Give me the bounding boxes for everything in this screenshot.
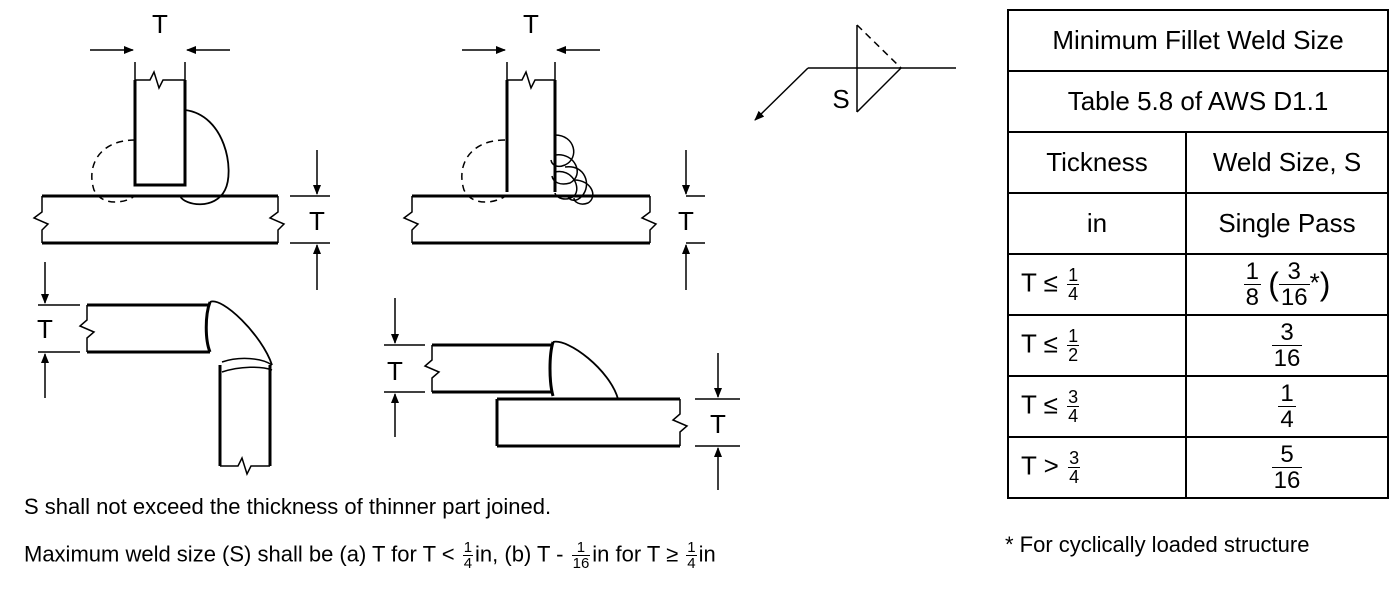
note-s-limit: S shall not exceed the thickness of thin… xyxy=(24,494,552,519)
col-header-thickness: Tickness xyxy=(1007,131,1187,194)
weld-size-label: S xyxy=(832,84,849,114)
note-text: in for T ≥ xyxy=(592,541,679,567)
dim-label-t: T xyxy=(678,206,694,236)
col-unit-in: in xyxy=(1007,192,1187,255)
dim-label-t: T xyxy=(309,206,325,236)
table-subtitle: Table 5.8 of AWS D1.1 xyxy=(1007,70,1389,133)
weld-diagrams: T T T T xyxy=(32,9,956,490)
col-header-weld-size: Weld Size, S xyxy=(1185,131,1389,194)
table-unit-row: in Single Pass xyxy=(1007,192,1389,255)
dim-label-t: T xyxy=(387,356,403,386)
t-joint-fillet-figure xyxy=(32,46,330,290)
note-text: in xyxy=(698,541,716,567)
dim-label-t: T xyxy=(710,409,726,439)
table-header-row: Tickness Weld Size, S xyxy=(1007,131,1389,194)
dim-label-t: T xyxy=(152,9,168,39)
fillet-weld-symbol xyxy=(754,24,956,121)
dim-label-t: T xyxy=(37,314,53,344)
table-title-row: Minimum Fillet Weld Size xyxy=(1007,9,1389,72)
table-footnote: * For cyclically loaded structure xyxy=(1005,532,1310,557)
note-max-weld-size: Maximum weld size (S) shall be (a) T for… xyxy=(24,540,716,571)
note-text: Maximum weld size (S) shall be (a) T for… xyxy=(24,541,455,567)
table-subtitle-row: Table 5.8 of AWS D1.1 xyxy=(1007,70,1389,133)
dim-label-t: T xyxy=(523,9,539,39)
min-fillet-weld-table: Minimum Fillet Weld Size Table 5.8 of AW… xyxy=(1007,9,1389,499)
note-text: in, (b) T - xyxy=(475,541,564,567)
col-unit-single-pass: Single Pass xyxy=(1185,192,1389,255)
corner-joint-figure xyxy=(38,262,273,476)
t-joint-multipass-figure xyxy=(402,46,705,290)
lap-joint-figure xyxy=(384,298,740,490)
table-title: Minimum Fillet Weld Size xyxy=(1007,9,1389,72)
